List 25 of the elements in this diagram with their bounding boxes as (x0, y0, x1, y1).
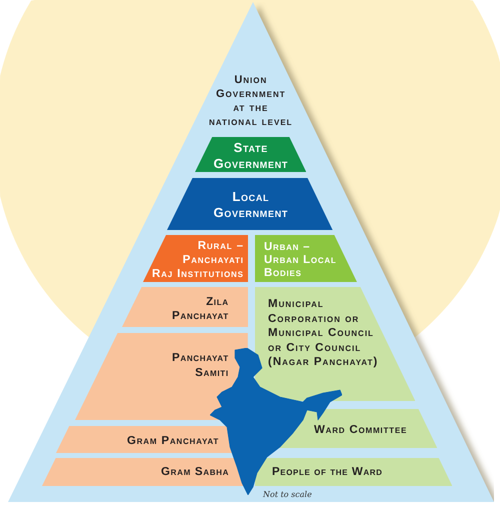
scale-note: Not to scale (263, 490, 312, 500)
tier-label: Rural – Panchayati Raj Institutions (152, 240, 244, 282)
tier-label: Panchayat Samiti (172, 350, 229, 380)
tier-label: Urban – Urban Local Bodies (264, 240, 337, 280)
tier-label: Zila Panchayat (172, 296, 229, 323)
pyramid-shape (8, 2, 494, 502)
tier-band (56, 426, 234, 453)
tier-label: Gram Panchayat (126, 434, 220, 448)
tier-band (255, 287, 416, 401)
tier-band (75, 333, 248, 420)
tier-label: Municipal Corporation or Municipal Council or City Council (Nagar Panchayat) (268, 297, 378, 370)
tier-band (255, 458, 452, 486)
tier-band (194, 137, 306, 172)
tier-band (122, 287, 248, 327)
tier-band (255, 235, 357, 282)
tier-label: State Government (213, 140, 288, 171)
tier-label: Union Government at the national level (209, 73, 293, 129)
tier-label: Local Government (213, 189, 288, 220)
tier-label: Ward Committee (314, 423, 408, 437)
tier-band (42, 458, 244, 486)
tier-label: Gram Sabha (160, 465, 230, 479)
tier-band (278, 409, 437, 448)
tier-label: People of the Ward (272, 465, 382, 479)
tier-band (142, 235, 248, 282)
tier-band (167, 178, 333, 230)
